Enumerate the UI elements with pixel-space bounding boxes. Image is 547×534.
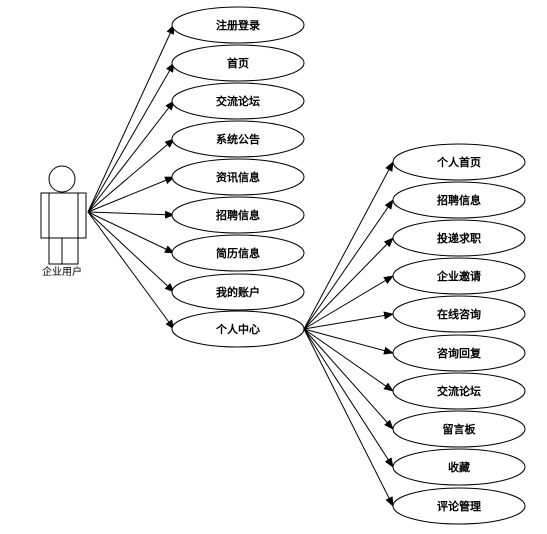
svg-text:企业邀请: 企业邀请	[436, 269, 481, 283]
sub-use-case-application: 投递求职	[392, 219, 526, 257]
svg-text:留言板: 留言板	[443, 422, 477, 436]
svg-text:系统公告: 系统公告	[216, 132, 260, 146]
svg-text:注册登录: 注册登录	[216, 18, 260, 32]
sub-use-case-recruitment: 招聘信息	[392, 181, 526, 219]
use-case-recruitment: 招聘信息	[171, 196, 305, 234]
sub-use-case-online-consult: 在线咨询	[392, 295, 526, 333]
sub-use-case-favorites: 收藏	[392, 448, 526, 486]
sub-connector-arrow-1	[303, 161, 394, 330]
svg-text:交流论坛: 交流论坛	[216, 94, 260, 108]
sub-connector-arrow-7	[303, 328, 394, 392]
actor-connectors	[87, 24, 175, 330]
sub-connector-arrow-8	[303, 328, 394, 430]
use-case-announcement: 系统公告	[171, 120, 305, 158]
sub-use-case-message-board: 留言板	[392, 410, 526, 448]
sub-use-case-forum: 交流论坛	[392, 372, 526, 410]
use-case-news: 资讯信息	[171, 158, 305, 196]
use-case-personal-center: 个人中心	[171, 310, 305, 348]
use-case-my-account: 我的账户	[171, 273, 305, 311]
svg-text:首页: 首页	[227, 56, 249, 70]
sub-connector-arrow-5	[303, 311, 394, 330]
sub-connector-arrow-6	[303, 328, 394, 355]
user-actor-icon	[40, 165, 87, 265]
use-case-home: 首页	[171, 44, 305, 82]
sub-connector-arrow-10	[303, 328, 394, 507]
connector-arrow-6	[87, 210, 175, 219]
use-case-forum: 交流论坛	[171, 82, 305, 120]
svg-text:招聘信息: 招聘信息	[216, 208, 260, 222]
connector-arrow-1	[87, 24, 175, 213]
actor-label: 企业用户	[42, 265, 82, 278]
sub-connector-arrow-9	[303, 328, 394, 468]
sub-use-case-comment-management: 评论管理	[392, 487, 526, 525]
svg-text:我的账户: 我的账户	[216, 285, 260, 299]
svg-text:咨询回复: 咨询回复	[437, 346, 482, 360]
svg-text:投递求职: 投递求职	[437, 231, 481, 245]
svg-text:评论管理: 评论管理	[437, 499, 481, 513]
sub-use-case-personal-home: 个人首页	[392, 143, 526, 181]
svg-text:交流论坛: 交流论坛	[437, 384, 481, 398]
connector-arrow-5	[87, 176, 175, 213]
svg-text:在线咨询: 在线咨询	[437, 307, 481, 321]
sub-use-case-invitation: 企业邀请	[392, 257, 526, 295]
connector-arrow-9	[87, 211, 175, 330]
sub-connector-arrow-4	[303, 275, 394, 330]
connector-arrow-4	[87, 138, 175, 213]
use-case-register-login: 注册登录	[171, 6, 305, 44]
connector-arrow-8	[87, 211, 175, 293]
connector-arrow-3	[87, 100, 175, 213]
svg-text:收藏: 收藏	[448, 460, 470, 474]
sub-connector-arrow-3	[303, 237, 394, 330]
svg-text:资讯信息: 资讯信息	[216, 170, 260, 184]
connector-arrow-2	[87, 62, 175, 213]
svg-text:招聘信息: 招聘信息	[437, 193, 481, 207]
personal-center-connectors	[303, 161, 394, 507]
sub-connector-arrow-2	[303, 199, 394, 330]
svg-text:个人首页: 个人首页	[436, 155, 481, 169]
svg-text:简历信息: 简历信息	[216, 246, 260, 260]
svg-text:个人中心: 个人中心	[215, 322, 260, 336]
connector-arrow-7	[87, 211, 175, 254]
use-case-resume: 简历信息	[171, 234, 305, 272]
sub-use-case-consult-reply: 咨询回复	[392, 334, 526, 372]
